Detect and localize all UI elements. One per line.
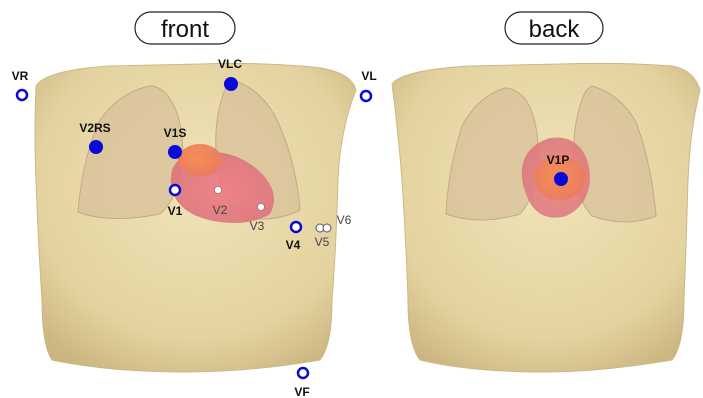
- label-v3: V3: [250, 219, 265, 233]
- label-v2: V2: [213, 203, 228, 217]
- electrode-vlc: [224, 77, 238, 91]
- front-label-pill: front: [135, 12, 235, 44]
- electrode-v1s: [168, 145, 182, 159]
- label-v6: V6: [337, 213, 352, 227]
- front-label: front: [161, 16, 209, 43]
- label-v2rs: V2RS: [79, 121, 110, 135]
- electrode-vr: [17, 90, 27, 100]
- electrode-v3: [258, 204, 265, 211]
- electrode-v2: [215, 187, 222, 194]
- label-vlc: VLC: [218, 57, 242, 71]
- electrode-v1: [170, 185, 180, 195]
- front-torso: [35, 63, 356, 372]
- front-heart-atrium: [178, 144, 222, 176]
- label-v1s: V1S: [164, 126, 187, 140]
- electrode-vl: [361, 91, 371, 101]
- label-vr: VR: [12, 69, 29, 83]
- label-vf: VF: [294, 385, 309, 398]
- label-vl: VL: [361, 69, 376, 83]
- electrode-v1p: [554, 172, 568, 186]
- electrode-v2rs: [89, 140, 103, 154]
- back-label-pill: back: [505, 12, 603, 44]
- electrode-vf: [298, 368, 308, 378]
- electrode-v6: [323, 224, 331, 232]
- back-torso: [392, 63, 700, 372]
- back-panel: back V1P: [392, 12, 700, 372]
- label-v1p: V1P: [547, 153, 570, 167]
- back-label: back: [529, 16, 581, 43]
- label-v1: V1: [168, 204, 183, 218]
- electrode-v4: [291, 222, 301, 232]
- front-panel: front VR VLC VL V2RS V1S V1 V2: [12, 12, 377, 398]
- label-v4: V4: [286, 238, 301, 252]
- label-v5: V5: [315, 235, 330, 249]
